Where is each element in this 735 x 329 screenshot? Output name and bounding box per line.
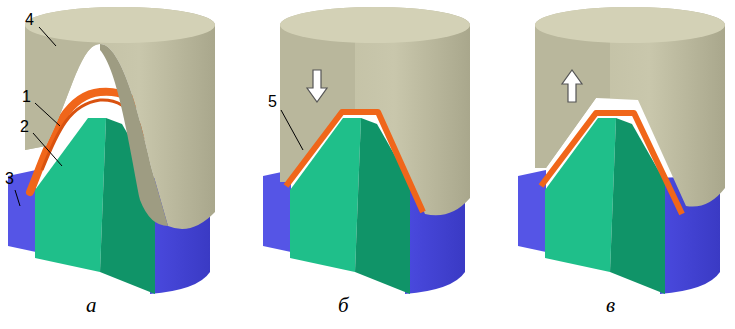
down-arrow — [307, 70, 327, 102]
callout-number: 5 — [268, 93, 277, 111]
leader-line — [35, 103, 60, 126]
panel-caption: а — [86, 294, 97, 317]
leader-line — [39, 27, 56, 46]
die-cavity — [100, 44, 168, 226]
die-body — [535, 7, 725, 207]
panel-caption: в — [606, 294, 615, 317]
die-top — [280, 7, 470, 43]
formed-sheet — [286, 112, 423, 212]
panel-caption: б — [338, 294, 349, 317]
punch-side — [610, 118, 665, 294]
panel-b — [263, 7, 470, 294]
callout-number: 4 — [25, 11, 34, 29]
die-top — [535, 7, 725, 43]
callout-number: 3 — [5, 170, 14, 188]
die-cut — [535, 25, 610, 168]
callout-number: 1 — [22, 88, 31, 106]
leader-line — [33, 133, 62, 166]
die-cut — [25, 25, 100, 150]
panel-a — [8, 7, 215, 294]
leader-line — [281, 110, 303, 150]
die-body — [25, 7, 215, 229]
die-top — [25, 7, 215, 43]
die-body — [280, 7, 470, 215]
leader-lines — [15, 27, 303, 206]
up-arrow — [562, 70, 582, 102]
die-cut — [280, 25, 355, 182]
leader-line — [15, 190, 20, 206]
panel-c — [518, 7, 725, 294]
callout-number: 2 — [20, 118, 29, 136]
